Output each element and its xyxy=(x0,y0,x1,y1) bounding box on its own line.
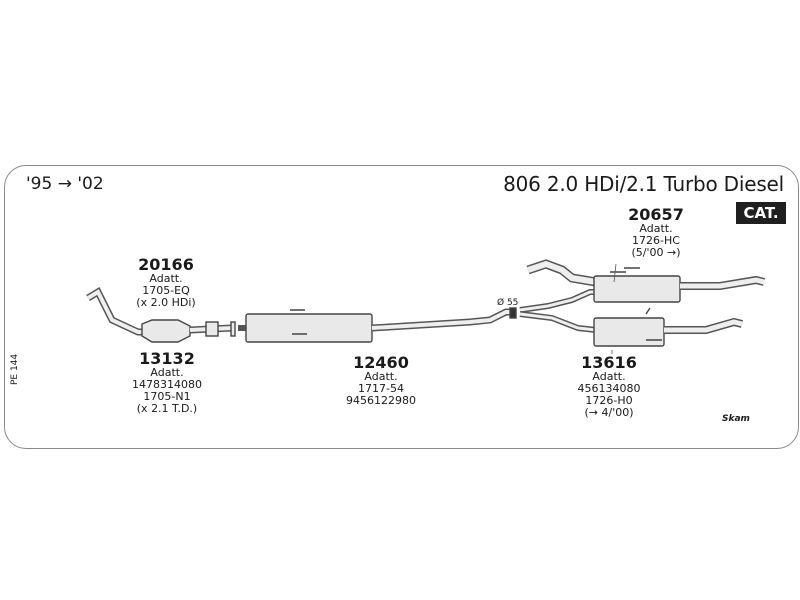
cat-badge: CAT. xyxy=(736,202,786,224)
side-code: PE 144 xyxy=(10,353,20,385)
part-line: 1726-HC xyxy=(632,234,680,247)
part-number: 13132 xyxy=(139,349,195,368)
part-line: (→ 4/'00) xyxy=(584,406,634,419)
part-13616: 13616 Adatt. 456134080 1726-H0 (→ 4/'00) xyxy=(566,354,652,419)
middle-silencer xyxy=(245,313,373,343)
part-line: 1478314080 xyxy=(132,378,202,391)
part-number: 12460 xyxy=(353,353,409,372)
part-20657: 20657 Adatt. 1726-HC (5/'00 →) xyxy=(616,206,696,259)
part-line: 1726-H0 xyxy=(585,394,633,407)
part-12460: 12460 Adatt. 1717-54 9456122980 xyxy=(336,354,426,407)
part-line: Adatt. xyxy=(592,370,626,383)
part-line: Adatt. xyxy=(364,370,398,383)
model-title: 806 2.0 HDi/2.1 Turbo Diesel xyxy=(503,172,784,196)
part-line: Adatt. xyxy=(149,272,183,285)
part-line: Adatt. xyxy=(150,366,184,379)
part-line: 1705-N1 xyxy=(143,390,191,403)
joint-clamp xyxy=(205,321,219,337)
rear-silencer-lower xyxy=(593,317,665,347)
part-line: Adatt. xyxy=(639,222,673,235)
part-number: 20657 xyxy=(628,205,684,224)
part-line: (x 2.0 HDi) xyxy=(136,296,196,309)
part-line: 1717-54 xyxy=(358,382,404,395)
part-number: 13616 xyxy=(581,353,637,372)
part-20166: 20166 Adatt. 1705-EQ (x 2.0 HDi) xyxy=(126,256,206,309)
flange-front xyxy=(230,321,236,337)
part-line: (x 2.1 T.D.) xyxy=(136,402,198,415)
part-line: (5/'00 →) xyxy=(631,246,681,259)
brand-logo: Skam xyxy=(722,414,750,424)
rear-silencer-upper xyxy=(593,275,681,303)
years-label: '95 → '02 xyxy=(26,174,104,194)
part-line: 9456122980 xyxy=(346,394,416,407)
catalyst xyxy=(141,319,191,343)
pipe-diameter-label: Ø 55 xyxy=(497,298,519,308)
part-line: 456134080 xyxy=(577,382,641,395)
part-line: 1705-EQ xyxy=(142,284,190,297)
part-13132: 13132 Adatt. 1478314080 1705-N1 (x 2.1 T… xyxy=(124,350,210,415)
diagram-frame xyxy=(4,165,799,449)
part-number: 20166 xyxy=(138,255,194,274)
